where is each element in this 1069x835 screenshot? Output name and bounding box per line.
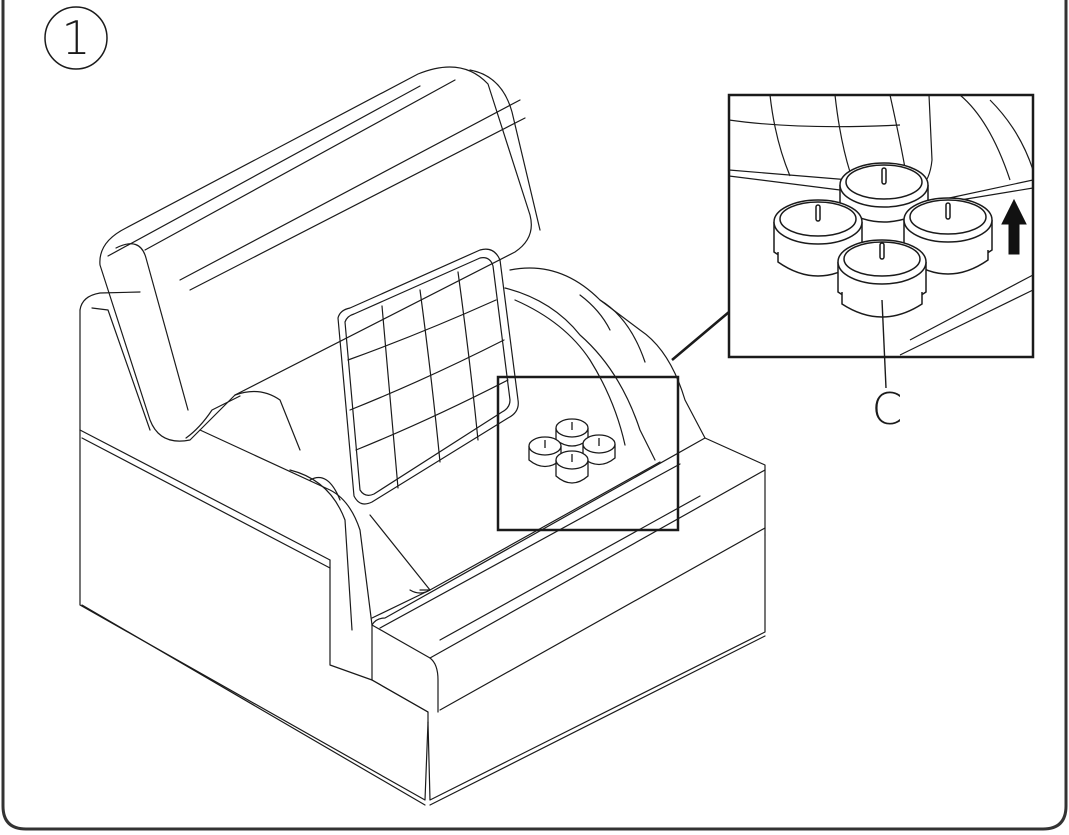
- feet-small: [528, 418, 616, 484]
- foot-large-right: [903, 197, 993, 275]
- detail-view: [727, 93, 1035, 359]
- foot-small-right: [582, 434, 616, 466]
- foot-small-left: [528, 436, 562, 468]
- armchair-drawing: [79, 66, 766, 806]
- foot-large-left: [773, 199, 863, 277]
- foot-small-front: [555, 450, 589, 484]
- zoom-area-box: [496, 375, 680, 532]
- foot-small-top: [555, 418, 589, 447]
- zoom-leader-line: [671, 311, 730, 361]
- step-circle-icon: [44, 6, 108, 70]
- step-number: 1: [61, 11, 91, 65]
- arrow-up-icon: [1001, 198, 1027, 255]
- part-label-leader: [881, 299, 887, 389]
- part-label-c: C: [871, 383, 903, 435]
